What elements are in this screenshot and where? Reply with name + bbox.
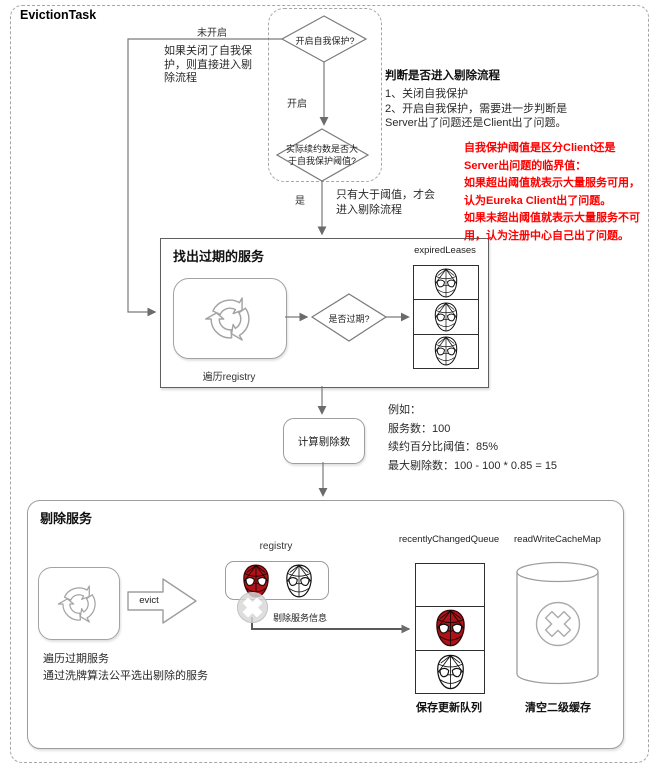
edge-label-enabled: 开启 [287, 99, 307, 110]
spiderman-mask-icon [435, 654, 466, 690]
expired-lease-item [414, 333, 478, 368]
loop-cycle-icon [203, 292, 257, 346]
iterate-registry-node [173, 278, 287, 359]
iterate-registry-label: 遍历registry [202, 372, 256, 383]
queue-item-empty [416, 564, 484, 606]
diamond-renew-threshold-label: 实际续约数是否大 于自我保护阈值? [285, 144, 358, 166]
cache-caption: 清空二级缓存 [525, 702, 591, 714]
diamond-is-expired-label: 是否过期? [328, 314, 370, 324]
calc-eviction-count-node: 计算剔除数 [283, 418, 365, 464]
queue-item [416, 649, 484, 693]
judge-note-title: 判断是否进入剔除流程 [385, 70, 500, 82]
loop-cycle-icon [56, 581, 102, 627]
spiderman-mask-icon [433, 302, 459, 332]
expired-lease-item [414, 266, 478, 299]
expired-leases-stack [413, 265, 479, 369]
readwrite-cachemap-label: readWriteCacheMap [514, 534, 601, 545]
spiderman-mask-icon [433, 336, 459, 366]
judge-note-body: 1、关闭自我保护 2、开启自我保护，需要进一步判断是 Server出了问题还是C… [385, 88, 568, 129]
spiderman-mask-red-icon [241, 564, 271, 598]
spiderman-mask-red-icon [434, 609, 467, 647]
iterate-expired-node [38, 567, 120, 640]
edge-label-not-enabled: 未开启 [197, 28, 227, 39]
remove-service-info-label: 剔除服务信息 [273, 613, 328, 623]
note-threshold: 只有大于阈值，才会 进入剔除流程 [336, 189, 435, 216]
diamond-self-protect-label: 开启自我保护? [295, 35, 355, 46]
registry-label: registry [259, 541, 293, 552]
page-title: EvictionTask [20, 8, 97, 22]
expired-leases-label: expiredLeases [414, 245, 476, 256]
edge-label-yes: 是 [295, 196, 305, 207]
note-closed-protection: 如果关闭了自我保护，则直接进入剔除流程 [164, 45, 252, 84]
find-expired-title: 找出过期的服务 [173, 249, 265, 264]
recently-changed-queue-stack [415, 563, 485, 694]
evict-arrow-label: evict [139, 595, 159, 606]
registry-services-node [225, 561, 329, 600]
evict-service-title: 剔除服务 [40, 511, 93, 526]
spiderman-mask-icon [433, 268, 459, 298]
queue-caption: 保存更新队列 [416, 702, 482, 714]
calc-example-note: 例如： 服务数：100 续约百分比阈值：85% 最大剔除数：100 - 100 … [388, 404, 558, 472]
evictiontask-outer-container [10, 5, 649, 763]
calc-label: 计算剔除数 [297, 435, 351, 448]
judge-note: 判断是否进入剔除流程 1、关闭自我保护 2、开启自我保护，需要进一步判断是 Se… [385, 67, 570, 131]
recently-changed-queue-label: recentlyChangedQueue [398, 534, 500, 545]
spiderman-mask-icon [284, 564, 314, 598]
queue-item [416, 606, 484, 649]
expired-lease-item [414, 299, 478, 333]
self-protect-threshold-red-note: 自我保护阈值是区分Client还是 Server出问题的临界值： 如果超出阈值就… [464, 142, 640, 242]
iterate-expired-caption: 遍历过期服务 通过洗牌算法公平选出剔除的服务 [43, 653, 208, 682]
